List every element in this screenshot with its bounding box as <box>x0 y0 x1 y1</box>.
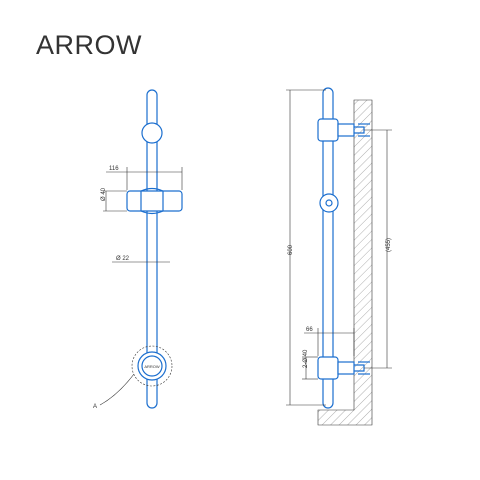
brand-logo: ARROW <box>36 30 142 60</box>
front-sliding-holder <box>126 190 183 212</box>
dim-holder-dia: Ø 40 <box>101 187 107 201</box>
dim-total-height: 600 <box>288 244 294 255</box>
front-knob-label: ARROW <box>144 364 160 369</box>
side-view: 600 (455) 66 2-Ø 40 <box>286 87 392 426</box>
front-holder-clamp <box>140 187 164 215</box>
side-bottom-bracket <box>317 356 339 380</box>
side-top-bracket <box>317 118 339 142</box>
dim-wall-offset: 66 <box>306 327 313 333</box>
side-slider-knob <box>319 193 339 213</box>
dim-bracket-dia: 2-Ø 40 <box>303 349 309 368</box>
side-slide-bar <box>322 87 334 409</box>
dim-bar-dia: Ø 22 <box>116 256 130 262</box>
wall-section <box>317 99 373 426</box>
front-view: ARROW 116 Ø 40 Ø 22 A <box>93 89 183 410</box>
front-slide-bar <box>146 89 158 409</box>
dim-width: 116 <box>109 166 119 172</box>
dim-bracket-spacing: (455) <box>386 238 392 252</box>
front-top-bracket <box>141 122 163 144</box>
callout-a: A <box>93 404 97 410</box>
